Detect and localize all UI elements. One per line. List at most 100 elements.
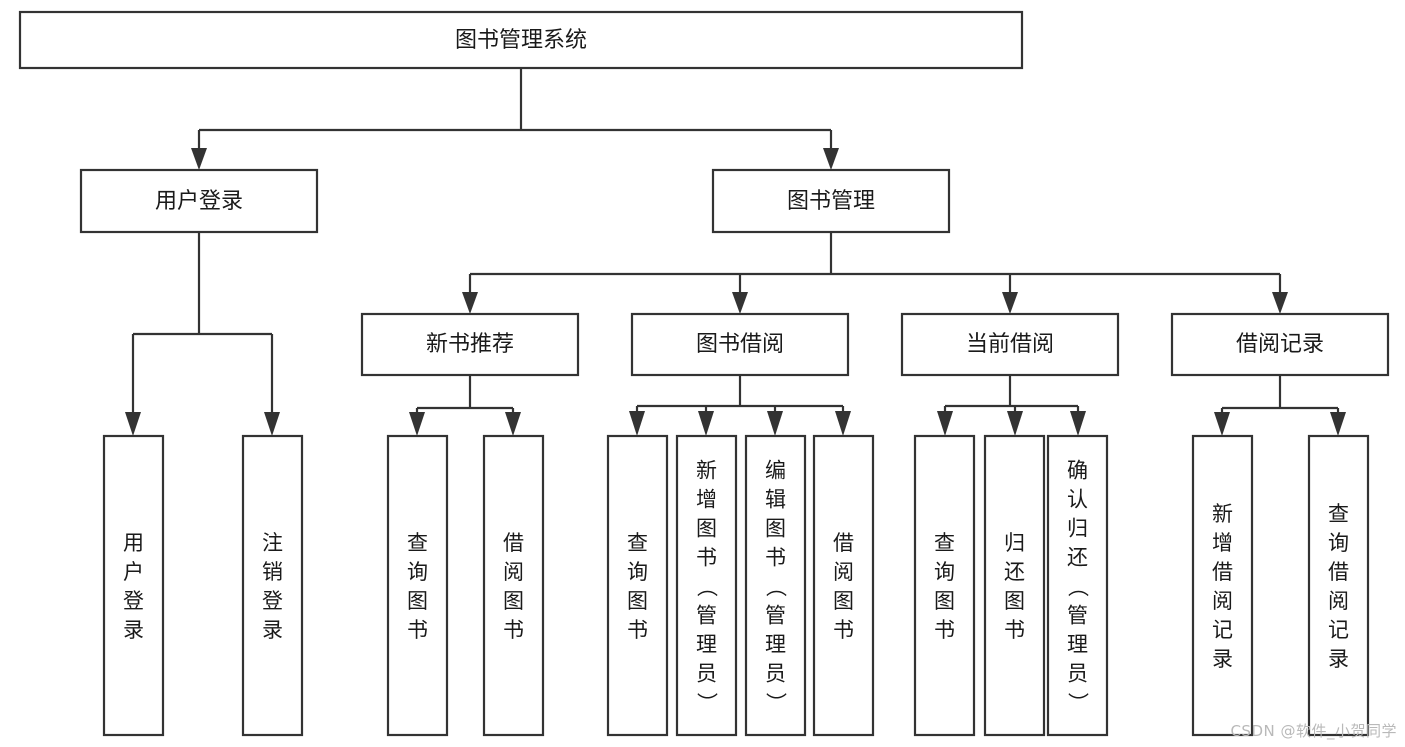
leaf-char: 归 [1067, 517, 1088, 541]
node-leaf-borrow-book-1[interactable] [482, 434, 545, 737]
arrowhead-user-login [191, 148, 207, 170]
node-book-borrow-label: 图书借阅 [696, 332, 784, 357]
csdn-watermark: CSDN @软件_小贺同学 [1230, 722, 1397, 740]
leaf-char: 阅 [1328, 589, 1349, 613]
leaf-char: 录 [1212, 647, 1233, 671]
node-book-manage-box[interactable] [711, 168, 951, 234]
arrowhead-leaf-return-book [1007, 411, 1023, 436]
node-leaf-add-record[interactable] [1191, 434, 1254, 737]
node-leaf-edit-book[interactable] [744, 434, 807, 737]
leaf-char: 查 [1328, 502, 1349, 526]
leaf-char: 录 [123, 618, 144, 642]
leaf-char: 书 [627, 618, 648, 642]
arrowhead-borrow-record [1272, 292, 1288, 314]
leaf-char: 书 [407, 618, 428, 642]
leaf-char: 询 [1328, 531, 1349, 555]
leaf-char: 编 [765, 459, 786, 483]
node-leaf-confirm-return[interactable] [1046, 434, 1109, 737]
arrowhead-leaf-user-login [125, 412, 141, 436]
leaf-char: 员 [765, 662, 786, 686]
leaf-char: 书 [833, 618, 854, 642]
node-leaf-query-record[interactable] [1307, 434, 1370, 737]
leaf-char: 还 [1004, 560, 1025, 584]
node-leaf-user-login-label: 用户登录 [123, 531, 144, 642]
node-root-label: 图书管理系统 [455, 28, 587, 53]
node-leaf-borrow-book-1-box[interactable] [482, 434, 545, 737]
node-leaf-edit-book-box[interactable] [744, 434, 807, 737]
leaf-char: 新 [696, 459, 717, 483]
leaf-char: 查 [934, 531, 955, 555]
node-leaf-query-book-2-box[interactable] [606, 434, 669, 737]
leaf-char: 销 [262, 560, 283, 584]
node-leaf-confirm-return-box[interactable] [1046, 434, 1109, 737]
leaf-char: 记 [1212, 618, 1233, 642]
leaf-char: 图 [934, 589, 955, 613]
node-leaf-query-book-2[interactable] [606, 434, 669, 737]
leaf-char: 确 [1067, 459, 1088, 483]
leaf-char: 员 [1067, 662, 1088, 686]
node-leaf-borrow-book-2[interactable] [812, 434, 875, 737]
node-leaf-query-record-box[interactable] [1307, 434, 1370, 737]
node-leaf-user-logout[interactable] [241, 434, 304, 737]
connector-layer [125, 68, 1346, 436]
leaf-char: 书 [765, 546, 786, 570]
leaf-char: 户 [123, 560, 144, 584]
leaf-char: 借 [1212, 560, 1233, 584]
arrowhead-leaf-query-book-1 [409, 412, 425, 436]
arrowhead-leaf-borrow-book-2 [835, 411, 851, 436]
node-leaf-borrow-book-2-box[interactable] [812, 434, 875, 737]
node-leaf-user-logout-box[interactable] [241, 434, 304, 737]
node-book-manage[interactable]: 图书管理 [711, 168, 951, 234]
node-root[interactable]: 图书管理系统 [18, 10, 1024, 70]
leaf-char: 书 [696, 546, 717, 570]
node-leaf-user-login-box[interactable] [102, 434, 165, 737]
leaf-char: 辑 [765, 488, 786, 512]
leaf-char: 图 [407, 589, 428, 613]
arrowhead-leaf-add-record [1214, 412, 1230, 436]
node-leaf-user-login[interactable] [102, 434, 165, 737]
node-leaf-query-book-3[interactable] [913, 434, 976, 737]
node-user-login-box[interactable] [79, 168, 319, 234]
node-leaf-add-book-box[interactable] [675, 434, 738, 737]
leaf-char: 阅 [833, 560, 854, 584]
leaf-char: 书 [934, 618, 955, 642]
node-leaf-return-book-box[interactable] [983, 434, 1046, 737]
node-current-borrow[interactable]: 当前借阅 [900, 312, 1120, 377]
node-new-book-rec[interactable]: 新书推荐 [360, 312, 580, 377]
leaf-char: 图 [765, 517, 786, 541]
node-borrow-record-label: 借阅记录 [1236, 332, 1324, 357]
node-current-borrow-label: 当前借阅 [966, 332, 1054, 357]
node-user-login[interactable]: 用户登录 [79, 168, 319, 234]
node-leaf-return-book[interactable] [983, 434, 1046, 737]
leaf-char: 图 [696, 517, 717, 541]
leaf-char: （ [695, 576, 719, 597]
arrowhead-leaf-add-book [698, 411, 714, 436]
node-leaf-add-book[interactable] [675, 434, 738, 737]
leaf-char: ） [1066, 692, 1090, 713]
node-borrow-record[interactable]: 借阅记录 [1170, 312, 1390, 377]
node-book-borrow-box[interactable] [630, 312, 850, 377]
node-leaf-query-book-1-box[interactable] [386, 434, 449, 737]
node-current-borrow-box[interactable] [900, 312, 1120, 377]
leaf-label-layer: 用户登录注销登录查询图书借阅图书查询图书新增图书（管理员）编辑图书（管理员）借阅… [123, 459, 1349, 714]
node-leaf-add-record-box[interactable] [1191, 434, 1254, 737]
leaf-char: 借 [833, 531, 854, 555]
node-book-borrow[interactable]: 图书借阅 [630, 312, 850, 377]
node-root-box[interactable] [18, 10, 1024, 70]
leaf-char: 查 [407, 531, 428, 555]
node-leaf-query-book-3-box[interactable] [913, 434, 976, 737]
node-book-manage-label: 图书管理 [787, 189, 875, 214]
node-new-book-rec-box[interactable] [360, 312, 580, 377]
leaf-char: 用 [123, 531, 144, 555]
node-borrow-record-box[interactable] [1170, 312, 1390, 377]
node-leaf-query-book-1[interactable] [386, 434, 449, 737]
